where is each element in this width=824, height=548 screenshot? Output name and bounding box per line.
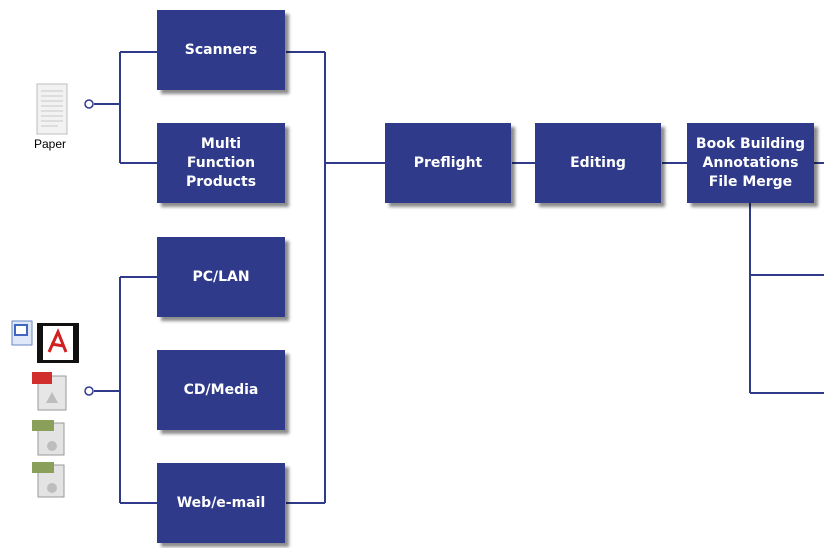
generic-file-icon bbox=[32, 462, 65, 498]
generic-file-icon bbox=[32, 420, 65, 456]
multi-function-products-box: Multi Function Products bbox=[157, 123, 285, 203]
editing-box: Editing bbox=[535, 123, 661, 203]
word-document-icon bbox=[11, 320, 33, 346]
paper-document-icon bbox=[36, 83, 68, 135]
paper-label: Paper bbox=[33, 137, 67, 151]
book-building-box: Book Building Annotations File Merge bbox=[687, 123, 814, 203]
scanners-box: Scanners bbox=[157, 10, 285, 90]
pdf-file-icon bbox=[32, 372, 67, 411]
web-email-box: Web/e-mail bbox=[157, 463, 285, 543]
acrobat-document-icon bbox=[37, 323, 79, 363]
pc-lan-box: PC/LAN bbox=[157, 237, 285, 317]
cd-media-box: CD/Media bbox=[157, 350, 285, 430]
preflight-box: Preflight bbox=[385, 123, 511, 203]
